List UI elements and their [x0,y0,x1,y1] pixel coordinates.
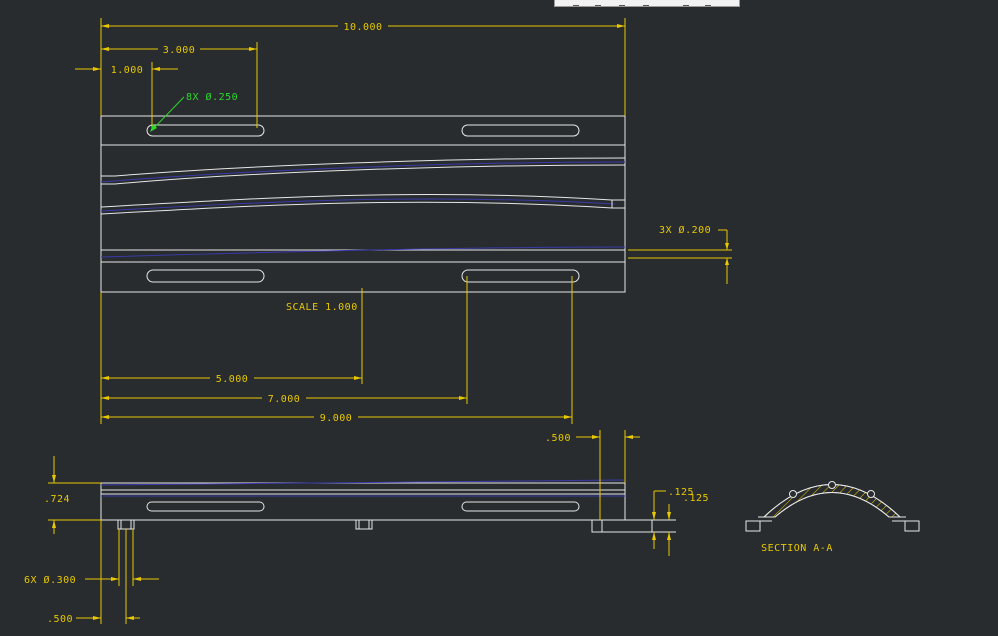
dim-7000[interactable]: 7.000 [101,276,468,405]
dim-724[interactable]: .724 [44,456,101,534]
top-view [100,115,626,293]
section-a-a[interactable]: SECTION A-A [745,481,920,555]
holes-note-text: 3X Ø.200 [659,224,711,236]
hidden-edge [100,479,626,486]
curved-edge [101,157,626,177]
slot [461,124,580,137]
slots-note[interactable]: 8X Ø.250 [150,91,238,132]
slot-front [146,501,265,512]
section-label: SECTION A-A [761,543,833,554]
dim-text-724: .724 [44,494,70,505]
holes-note[interactable]: 3X Ø.200 [628,224,732,284]
top-view-outline [100,115,626,293]
section-groove [867,490,875,498]
toolbar-icon[interactable] [595,0,601,6]
pins-note-text: 6X Ø.300 [24,574,76,586]
slot-front [461,501,580,512]
front-view [100,479,676,533]
section-inner-arc [774,492,890,518]
section-foot [904,520,920,532]
hidden-edge [100,161,626,183]
slot [461,269,580,283]
dim-5000[interactable]: 5.000 [100,288,363,424]
toolbar-icon[interactable] [643,0,649,6]
dim-500-top[interactable]: .500 [545,430,640,520]
toolbar-icon[interactable] [573,0,579,6]
curved-edge [100,193,625,208]
pin [117,519,135,530]
end-tab [601,519,653,533]
slots-note-text: 8X Ø.250 [186,91,238,103]
dim-text-500-bottom: .500 [47,614,73,625]
dim-text-5000: 5.000 [216,374,249,385]
dim-text-500-top: .500 [545,433,571,444]
toolbar-icon[interactable] [705,0,711,6]
slot [146,124,265,137]
dim-overall-length[interactable]: 10.000 [100,18,626,116]
dim-125[interactable]: .125 .125 [652,487,709,556]
slot [146,269,265,283]
scale-note: SCALE 1.000 [286,302,358,313]
pins-note[interactable]: 6X Ø.300 [24,529,159,586]
curved-edge [101,164,626,185]
toolbar-icon[interactable] [683,0,689,6]
hidden-edge [100,246,626,258]
section-groove [828,481,836,489]
pin [591,519,603,533]
dim-1000[interactable]: 1.000 [75,62,178,128]
dim-3000[interactable]: 3.000 [101,42,258,128]
mini-toolbar[interactable] [554,0,740,7]
dim-text-3000: 3.000 [163,45,196,56]
dim-9000[interactable]: 9.000 [101,276,573,424]
dim-500-bottom[interactable]: .500 [47,520,140,625]
hidden-edge [100,198,616,212]
dim-text-7000: 7.000 [268,394,301,405]
dim-text-overall: 10.000 [343,22,382,33]
dim-text-1000: 1.000 [111,65,144,76]
dim-text-125-a: .125 [668,487,694,498]
dim-text-125-b: .125 [683,493,709,504]
dim-text-9000: 9.000 [320,413,353,424]
toolbar-icon[interactable] [619,0,625,6]
pin [355,519,373,530]
section-foot [745,520,761,532]
section-groove [789,490,797,498]
curved-edge [100,201,625,215]
